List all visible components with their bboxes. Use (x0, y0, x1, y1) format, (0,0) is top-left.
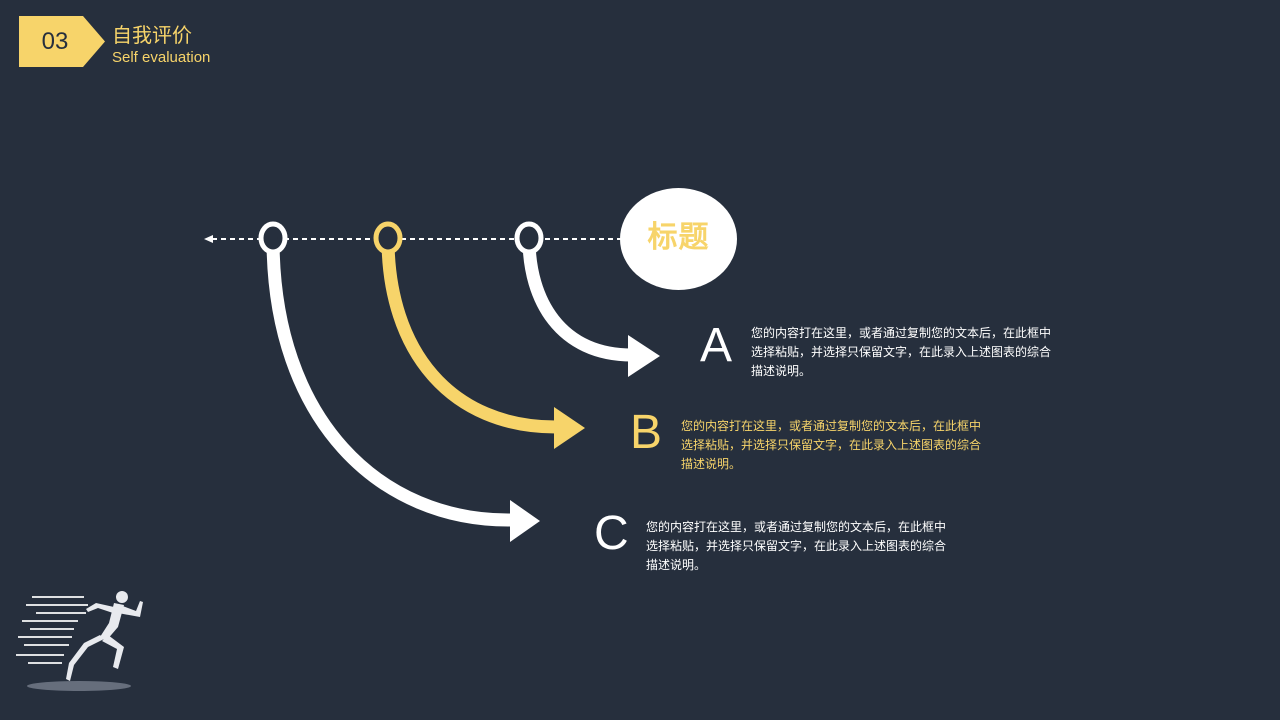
node-b-dot (383, 236, 393, 240)
curve-b (381, 238, 559, 434)
section-number: 03 (41, 28, 69, 55)
curve-a (522, 238, 633, 362)
diagram-title: 标题 (647, 220, 710, 255)
item-c-letter: C (594, 507, 629, 560)
item-b-text: 您的内容打在这里，或者通过复制您的文本后，在此框中选择粘贴，并选择只保留文字，在… (681, 419, 982, 471)
badge-shape (19, 16, 105, 67)
title-bubble (620, 188, 737, 290)
arrow-head-c (510, 500, 540, 542)
item-a-text: 您的内容打在这里，或者通过复制您的文本后，在此框中选择粘贴，并选择只保留文字，在… (751, 326, 1052, 378)
section-number-badge: 03 (19, 16, 105, 67)
arrow-head-a (628, 335, 660, 377)
arrow-left-icon (204, 235, 213, 243)
node-c-dot (268, 236, 278, 240)
arrow-head-b (554, 407, 585, 449)
curve-c (266, 238, 513, 527)
item-c-text: 您的内容打在这里，或者通过复制您的文本后，在此框中选择粘贴，并选择只保留文字，在… (646, 520, 947, 572)
item-b-letter: B (630, 406, 663, 459)
item-a-letter: A (700, 319, 733, 372)
node-a-dot (524, 236, 534, 240)
section-subtitle: Self evaluation (112, 49, 211, 66)
runner-icon (16, 591, 143, 691)
section-title: 自我评价 (112, 23, 192, 47)
